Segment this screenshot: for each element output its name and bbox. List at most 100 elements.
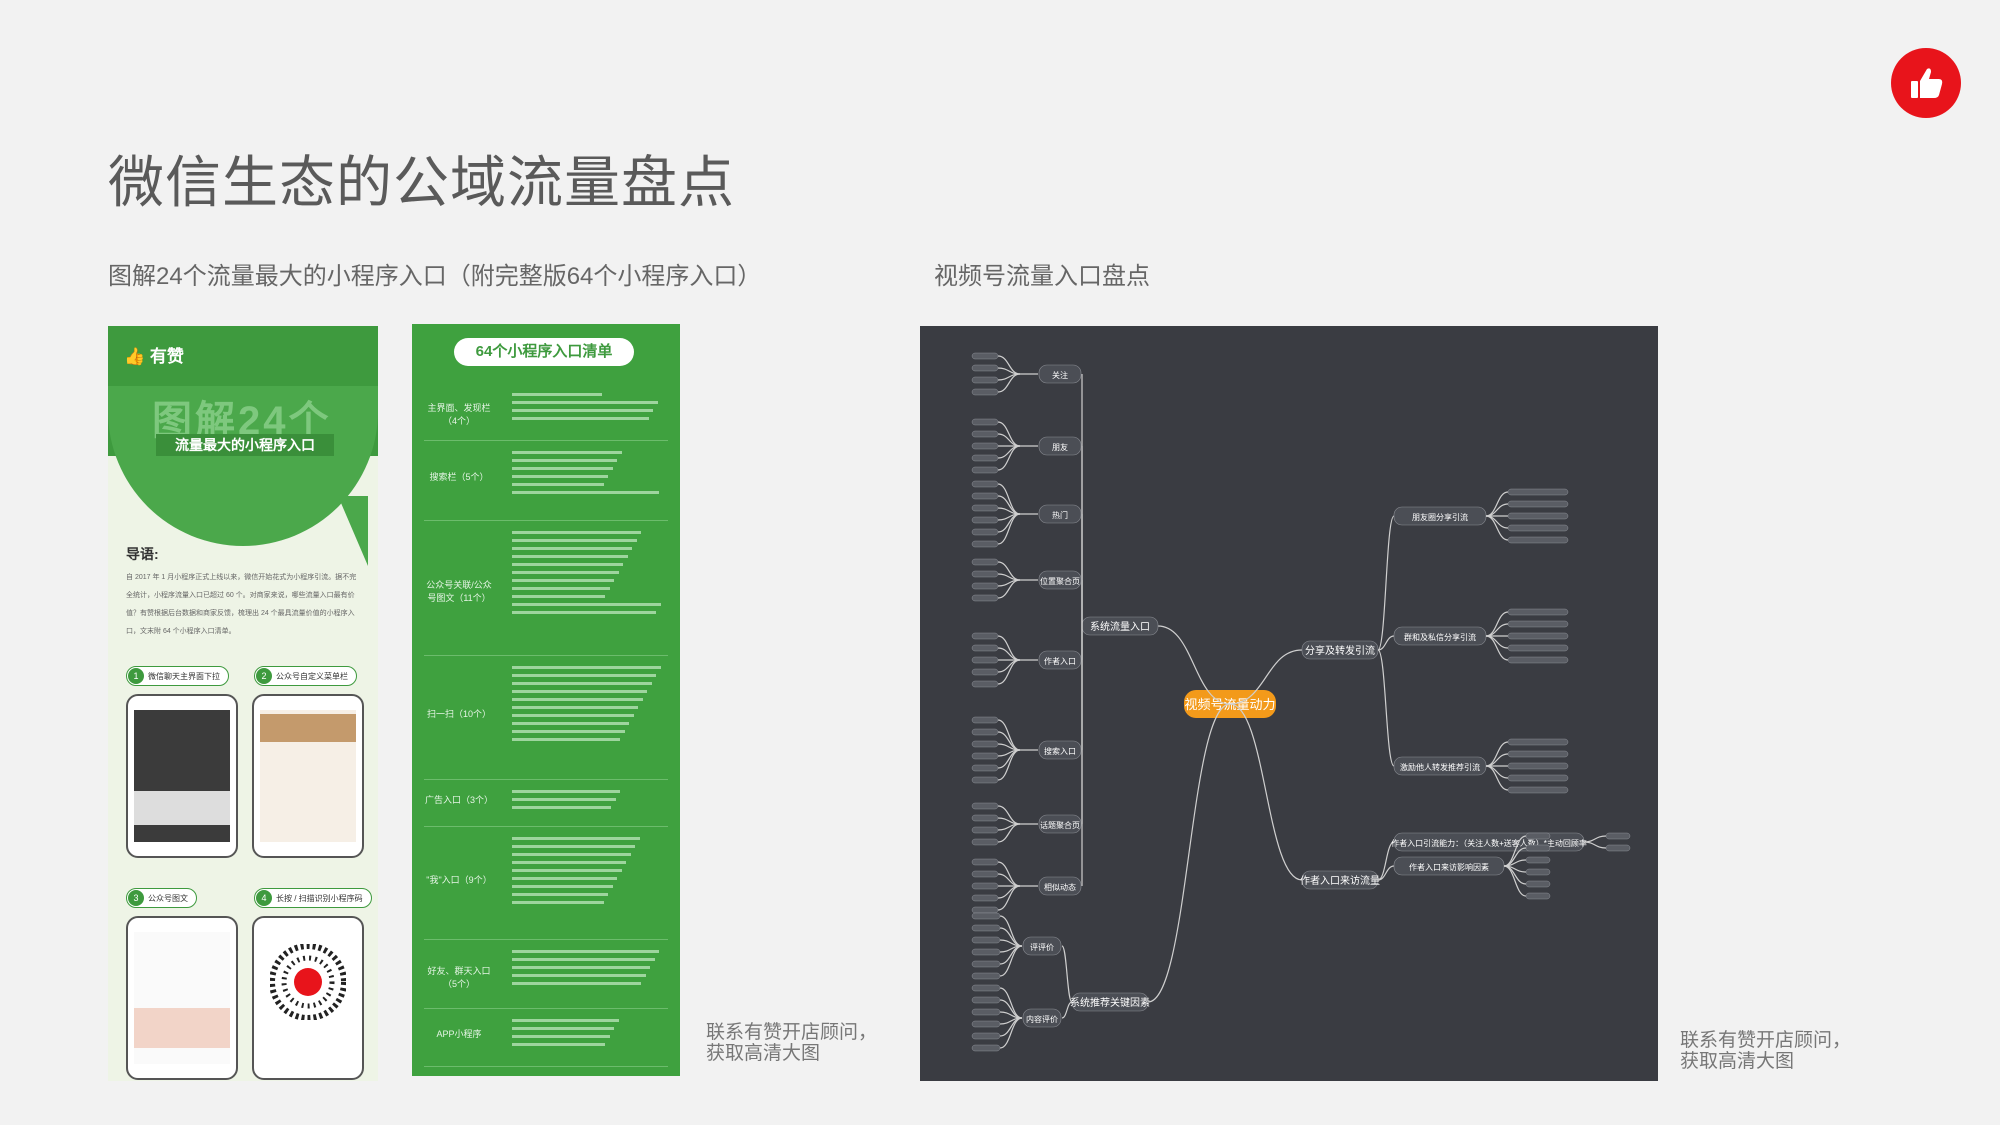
list-row-items [512, 1014, 662, 1051]
mindmap-connector [1157, 625, 1231, 705]
mindmap-leaf [1507, 512, 1569, 520]
mindmap-leaf [1525, 832, 1551, 840]
mindmap-leaf [1507, 644, 1569, 652]
mindmap-connector [997, 445, 1021, 459]
list-row-category: APP小程序 [436, 1029, 482, 1039]
mindmap-leaf [971, 924, 1001, 932]
mindmap-connector [999, 945, 1023, 977]
mindmap-leaf [971, 936, 1001, 944]
mindmap-leaf [971, 984, 1001, 992]
left-sub-node: 作者入口 [1044, 656, 1076, 666]
mindmap-connector [997, 823, 1021, 843]
mindmap-leaf [971, 668, 999, 676]
mindmap-leaf [971, 594, 999, 602]
mindmap-connector [1485, 635, 1509, 661]
mindmap-connector [1485, 765, 1509, 791]
entry-list-infographic: 64个小程序入口清单 主界面、发现栏（4个） 搜索栏（5个） 公众号关联/公众号图文… [412, 324, 680, 1076]
mindmap-canvas: 视频号流量动力系统流量入口系统推荐关键因素关注朋友热门位置聚合页作者入口搜索入口… [971, 352, 1631, 1052]
poster-intro-text: 自 2017 年 1 月小程序正式上线以来，微信开始花式为小程序引流。据不完全统… [126, 574, 357, 635]
mindmap-leaf [971, 776, 999, 784]
left-sub-node: 内容评价 [1026, 1014, 1058, 1024]
right-sub-node: 群和及私信分享引流 [1404, 632, 1476, 642]
list-row-items [512, 832, 662, 909]
list-row-category: 主界面、发现栏（4个） [427, 403, 491, 426]
right-branch-node: 作者入口来访流量 [1300, 874, 1380, 887]
mindmap-leaf [971, 480, 999, 488]
mindmap-leaf [1525, 880, 1551, 888]
mindmap-connector [997, 647, 1021, 661]
contact-caption-right: 联系有赞开店顾问，获取高清大图 [1680, 1030, 1852, 1072]
right-branch-node: 分享及转发引流 [1305, 644, 1375, 657]
mindmap-leaf [971, 912, 1001, 920]
mindmap-leaf [971, 728, 999, 736]
mindmap-leaf [1525, 844, 1551, 852]
mindmap-connector [1229, 649, 1303, 705]
list-row: "我"入口（9个） [424, 826, 668, 940]
mindmap-leaf [971, 838, 999, 846]
left-sub-node: 评评价 [1030, 943, 1054, 952]
mindmap-leaf [971, 960, 1001, 968]
list-row: 公众号关联/公众号图文（11个） [424, 520, 668, 656]
mindmap-connector [1377, 865, 1395, 881]
list-row-items [512, 446, 662, 499]
mindmap-connector [997, 433, 1021, 447]
thumbs-up-icon [1911, 68, 1943, 98]
mindmap-leaf [971, 680, 999, 688]
right-sub-node: 作者入口来访影响因素 [1409, 862, 1489, 872]
phone-mockup [126, 916, 238, 1080]
mindmap-leaf [1507, 738, 1569, 746]
mindmap-leaf [971, 858, 999, 866]
mindmap-leaf [971, 558, 999, 566]
mindmap-connector [1485, 753, 1509, 767]
list-row: 搜索栏（5个） [424, 440, 668, 521]
mindmap-connector [1061, 1001, 1073, 1019]
mindmap-leaf [1605, 832, 1631, 840]
mindmap-leaf [971, 582, 999, 590]
mindmap-leaf [971, 632, 999, 640]
left-sub-node-box [1022, 936, 1062, 956]
speech-bubble-tail [338, 496, 368, 566]
left-sub-node-box [1038, 650, 1082, 670]
left-sub-node-box [1038, 436, 1082, 456]
list-row-category: 扫一扫（10个） [426, 709, 491, 719]
mindmap-connector [997, 873, 1021, 887]
qr-code-icon [270, 944, 346, 1020]
list-row: 主界面、发现栏（4个） [424, 382, 668, 441]
right-sub-node: 朋友圈分享引流 [1412, 512, 1468, 522]
mindmap-connector [1229, 703, 1303, 881]
list-row: 扫一扫（10个） [424, 655, 668, 780]
list-row-items [512, 945, 662, 990]
mindmap-leaf [971, 814, 999, 822]
list-row-category: 公众号关联/公众号图文（11个） [426, 579, 492, 603]
mindmap-leaf [971, 1020, 1001, 1028]
phone-mockup [252, 916, 364, 1080]
mindmap-connector [1485, 765, 1509, 779]
mindmap-leaf [1507, 500, 1569, 508]
mindmap-connector [1377, 649, 1395, 767]
mindmap-leaf [1507, 656, 1569, 664]
list-row-items [512, 785, 662, 814]
left-sub-node-box [1038, 876, 1082, 896]
mindmap-leaf [1507, 524, 1569, 532]
mindmap-leaf [971, 870, 999, 878]
mindmap-leaf [971, 656, 999, 664]
right-sub-node: 激励他人转发推荐引流 [1400, 762, 1480, 772]
mindmap-leaf [971, 504, 999, 512]
mindmap-connector [1377, 635, 1395, 651]
mindmap-leaf [1507, 536, 1569, 544]
mindmap-connector [1147, 703, 1231, 1003]
mindmap-leaf [971, 882, 999, 890]
mindmap-leaf [1507, 488, 1569, 496]
mindmap-leaf [1525, 856, 1551, 864]
mindmap-leaf [971, 376, 999, 384]
mindmap-leaf [1605, 844, 1631, 852]
list-header: 64个小程序入口清单 [454, 338, 634, 366]
mindmap-leaf [971, 948, 1001, 956]
mindmap-leaf [971, 996, 1001, 1004]
mindmap-connector [997, 719, 1021, 751]
list-row: 好友、群天入口（5个） [424, 939, 668, 1009]
mindmap-connector [997, 659, 1021, 673]
left-sub-node: 朋友 [1052, 442, 1068, 452]
